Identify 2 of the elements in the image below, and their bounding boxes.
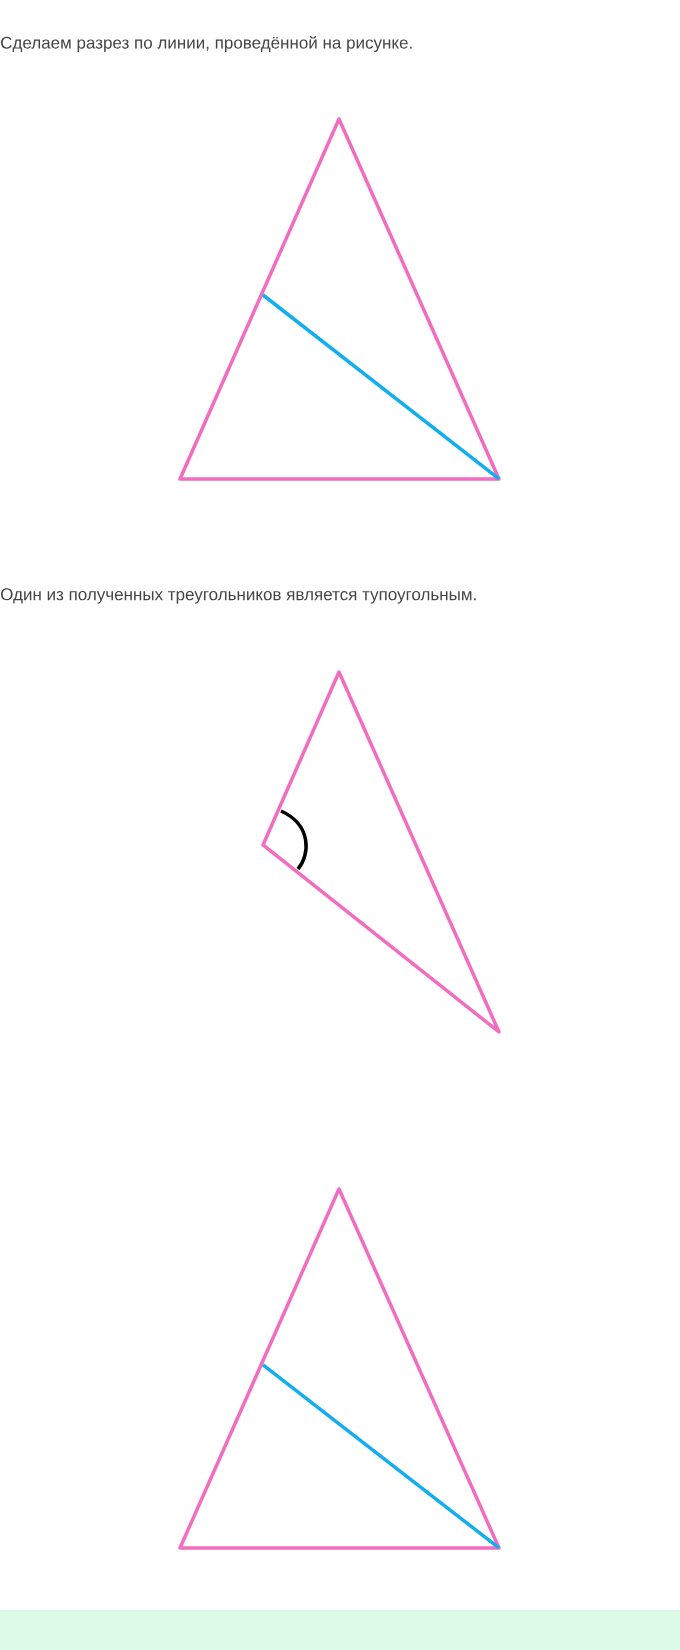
text-line: Один из полученных треугольников является тупоугольным. [1,588,476,604]
text-line: Сделаем разрез по линии, проведённой на рисунке. [1,35,412,53]
